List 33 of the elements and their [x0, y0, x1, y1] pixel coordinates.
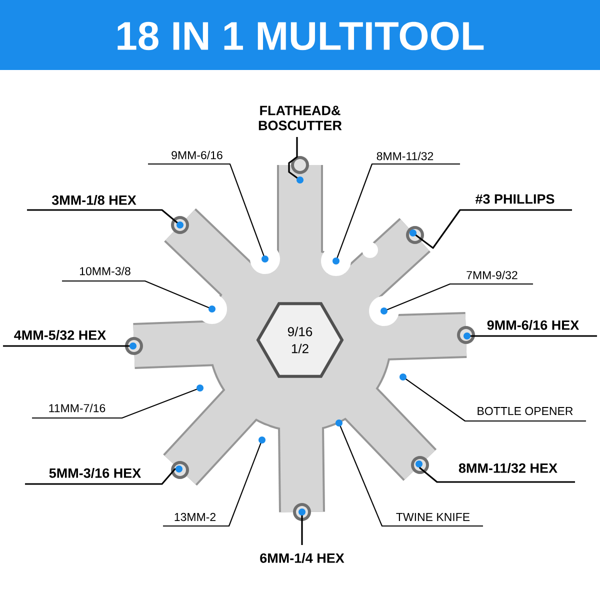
callout-label: 5MM-3/16 HEX	[49, 468, 141, 478]
leader-line	[400, 374, 586, 422]
leader-line	[25, 466, 182, 485]
callout-label: 13MM-2	[174, 512, 216, 522]
leader-line	[380, 283, 533, 314]
callout-label: #3 PHILLIPS	[475, 194, 554, 204]
callout-label: 3MM-1/8 HEX	[52, 194, 136, 206]
leader-line	[410, 209, 572, 249]
callout-label: TWINE KNIFE	[396, 513, 470, 521]
leader-line	[416, 460, 575, 483]
callout-label: 6MM-1/4 HEX	[260, 552, 344, 564]
leader-line	[332, 163, 460, 264]
leader-line	[3, 342, 136, 350]
callout-label: 10MM-3/8	[80, 266, 130, 276]
callout-label: FLATHEAD& BOSCUTTER	[258, 106, 342, 130]
leader-line	[62, 280, 216, 312]
callout-label: 11MM-7/16	[49, 404, 106, 412]
callout-label: 8MM-11/32	[376, 152, 434, 160]
leader-line	[336, 420, 483, 527]
leader-line	[27, 209, 184, 228]
callout-label: 4MM-5/32 HEX	[14, 330, 106, 340]
leader-line	[464, 332, 597, 340]
callout-label: 9MM-6/16 HEX	[487, 320, 580, 330]
leader-line	[298, 508, 306, 545]
callout-label: 9MM-6/16	[172, 150, 222, 160]
leader-line	[32, 384, 204, 419]
leader-line	[288, 137, 304, 184]
leader-line	[163, 436, 266, 527]
callout-label: 7MM-9/32	[466, 270, 518, 280]
title-banner: 18 IN 1 MULTITOOL	[0, 0, 600, 70]
callout-label: 8MM-11/32 HEX	[458, 462, 558, 474]
callout-label: BOTTLE OPENER	[478, 406, 573, 416]
leader-line	[148, 163, 268, 262]
